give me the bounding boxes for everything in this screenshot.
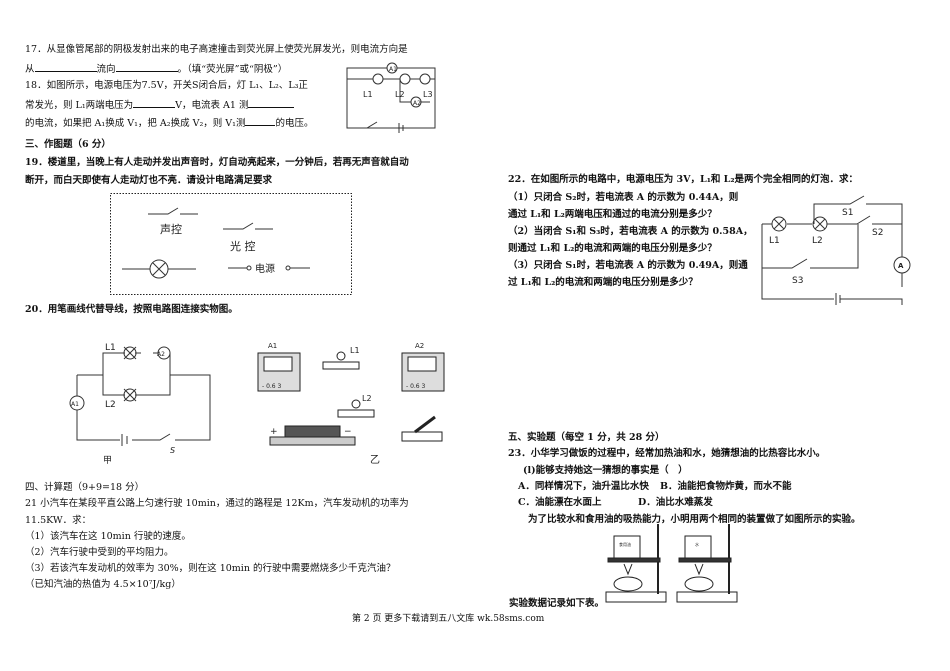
q22-p2b: 则通过 L₁和 L₂的电流和两端的电压分别是多少？ [508, 243, 717, 254]
q17-line1: 17．从显像管尾部的阴极发射出来的电子高速撞击到荧光屏上使荧光屏发光，则电流方向… [25, 44, 408, 55]
l1-label: L1 [105, 343, 116, 353]
q23-sub1: (l)能够支持她这一猜想的事实是（ ） [523, 465, 688, 476]
q17-line2: 从 流向 。（填“荧光屏”或“阴极”） [25, 62, 287, 76]
l1-label: L1 [363, 90, 373, 99]
section-3-title: 三、作图题（6 分） [25, 139, 111, 150]
switch-label: S [170, 446, 175, 455]
l1-label: L1 [769, 236, 780, 246]
l1-label: L1 [350, 346, 360, 355]
q21-part4: （已知汽油的热值为 4.5×10⁷J/kg） [25, 579, 181, 590]
option-a: A．同样情况下，油升温比水快 [518, 481, 649, 492]
beaker-oil-label: 食用油 [619, 541, 631, 547]
q18-text: V，电流表 A1 测 [175, 100, 249, 111]
q18-text: 的电压。 [275, 118, 314, 129]
q18-line1: 18．如图所示，电源电压为7.5V，开关S闭合后，灯 L₁、L₂、L₃正 [25, 80, 308, 91]
power-label: 电源 [255, 262, 275, 275]
q18-line2: 常发光，则 L₁两端电压为 V，电流表 A1 测 [25, 98, 295, 112]
q21-part3: （3）若该汽车发动机的效率为 30%，则在这 10min 的行驶中需要燃烧多少千… [25, 563, 396, 574]
option-c: C．油能漂在水面上 [518, 497, 602, 508]
plus-label: + [270, 427, 278, 437]
s3-label: S3 [792, 276, 803, 286]
option-b: B．油能把食物炸黄，而水不能 [660, 481, 792, 492]
q23-line3: 实验数据记录如下表。 [509, 598, 605, 609]
q17-hint: 。（填“荧光屏”或“阴极”） [177, 64, 288, 75]
q17-from: 从 [25, 64, 35, 75]
q22-p1a: （1）只闭合 S₂时，若电流表 A 的示数为 0.44A，则 [508, 192, 739, 203]
q20-text: 20．用笔画线代替导线，按照电路图连接实物图。 [25, 304, 238, 315]
q19-line1: 19．楼道里，当晚上有人走动并发出声音时，灯自动亮起来，一分钟后，若再无声音就自… [25, 157, 409, 168]
a2-label: A2 [413, 100, 421, 107]
section-5-title: 五、实验题（每空 1 分，共 28 分） [508, 432, 665, 443]
q19-line2: 断开，而白天即使有人走动灯也不亮．请设计电路满足要求 [25, 175, 273, 186]
q18-text: 的电流，如果把 A₁换成 V₁，把 A₂换成 V₂，则 V₁测 [25, 118, 246, 129]
q21-part1: （1）该汽车在这 10min 行驶的速度。 [25, 531, 191, 542]
blank [248, 98, 295, 108]
q21-line2: 11.5KW．求： [25, 515, 92, 526]
blank [115, 62, 178, 72]
q22-circuit-diagram: L1 L2 S1 S2 S3 A [761, 195, 911, 305]
q21-line1: 21 小汽车在某段平直公路上匀速行驶 10min，通过的路程是 12Km，汽车发… [25, 498, 409, 509]
s1-label: S1 [842, 208, 853, 218]
q23-line2: 为了比较水和食用油的吸热能力，小明用两个相同的装置做了如图所示的实验。 [528, 514, 861, 525]
page-footer: 第 2 页 更多下载请到五八文库 wk.58sms.com [352, 614, 545, 624]
beaker-water-label: 水 [695, 541, 699, 547]
caption-yi: 乙 [370, 454, 380, 466]
a2-label: A2 [157, 351, 165, 358]
q22-p3a: （3）只闭合 S₁时，若电流表 A 的示数为 0.49A，则通 [508, 260, 748, 271]
l2-label: L2 [105, 400, 116, 410]
blank [245, 116, 276, 126]
blank [133, 98, 176, 108]
option-d: D．油比水难蒸发 [638, 497, 713, 508]
q22-p1b: 通过 L₁和 L₂两端电压和通过的电流分别是多少？ [508, 209, 717, 220]
q20-physical-components: A1 A2 L1 L2 - 0.6 3 - 0.6 3 + − 乙 [257, 342, 445, 466]
q21-part2: （2）汽车行驶中受到的平均阻力。 [25, 547, 174, 558]
q22-p2a: （2）当闭合 S₁和 S₃时，若电流表 A 的示数为 0.58A， [508, 226, 753, 237]
ammeter-label: A [898, 262, 904, 270]
blank [34, 62, 97, 72]
section-4-title: 四、计算题（9+9=18 分） [25, 482, 145, 493]
a1-label: A1 [71, 401, 79, 408]
q23-line1: 23．小华学习做饭的过程中，经常加热油和水，她猜想油的比热容比水小。 [508, 448, 826, 459]
q18-circuit-diagram: A1 A2 L1 L2 L3 [346, 62, 436, 133]
l2-label: L2 [362, 394, 372, 403]
q17-to: 流向 [96, 64, 116, 75]
s2-label: S2 [872, 228, 883, 238]
q18-text: 常发光，则 L₁两端电压为 [25, 100, 134, 111]
a1-label: A1 [268, 342, 277, 350]
sound-switch-label: 声控 [160, 222, 182, 236]
caption-jia: 甲 [103, 455, 112, 466]
q22-p3b: 过 L₁和 L₂的电流和两端的电压分别是多少？ [508, 277, 698, 288]
q19-drawing-box: 声控 光 控 电源 [110, 193, 352, 295]
l2-label: L2 [395, 90, 405, 99]
ammeter-scale: - 0.6 3 [406, 383, 426, 390]
q22-line1: 22．在如图所示的电路中，电源电压为 3V，L₁和 L₂是两个完全相同的灯泡．求… [508, 174, 858, 185]
light-switch-label: 光 控 [230, 239, 256, 253]
q20-circuit-jia: L1 L2 A2 A1 S 甲 [69, 343, 211, 466]
a1-label: A1 [389, 66, 397, 73]
l3-label: L3 [423, 90, 433, 99]
q23-experiment-apparatus: 食用油 水 [605, 524, 738, 603]
l2-label: L2 [812, 236, 823, 246]
minus-label: − [344, 427, 352, 437]
a2-label: A2 [415, 342, 424, 350]
q18-line3: 的电流，如果把 A₁换成 V₁，把 A₂换成 V₂，则 V₁测 的电压。 [25, 116, 313, 130]
ammeter-scale: - 0.6 3 [262, 383, 282, 390]
